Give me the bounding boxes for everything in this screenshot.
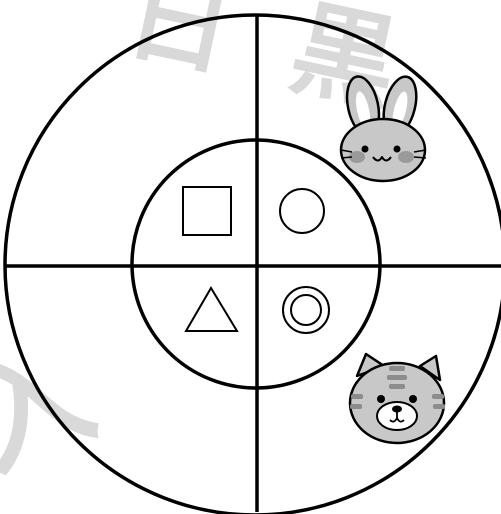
tiger-eye-right xyxy=(409,395,417,403)
rabbit-eye-right xyxy=(394,146,401,153)
rabbit-cheek-right xyxy=(398,151,414,163)
rabbit-icon xyxy=(341,73,426,181)
tiger-icon xyxy=(350,354,445,443)
tiger-nose xyxy=(392,406,402,413)
tiger-eye-left xyxy=(377,395,385,403)
circle-shape xyxy=(280,189,324,233)
double-circle-shape xyxy=(283,287,329,333)
diagram-lines xyxy=(5,15,501,514)
rabbit-eye-left xyxy=(362,146,369,153)
triangle-shape xyxy=(186,288,237,331)
square-shape xyxy=(183,187,231,235)
rabbit-face xyxy=(341,119,425,181)
